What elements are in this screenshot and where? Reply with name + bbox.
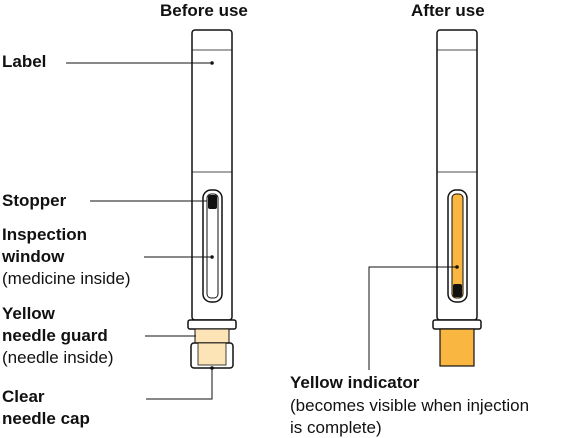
indicator-callout bbox=[368, 266, 457, 370]
yellow-needle-guard bbox=[194, 328, 230, 344]
needle-cap-title-1: Clear bbox=[2, 387, 45, 406]
cap-callout bbox=[146, 368, 213, 400]
callout-lines bbox=[66, 62, 457, 400]
needle-guard-collar-after bbox=[432, 319, 482, 330]
needle-cap-inner bbox=[197, 342, 227, 366]
stopper-text: Stopper bbox=[2, 191, 67, 210]
yellow-indicator-sub-2: is complete) bbox=[290, 418, 382, 437]
yellow-indicator-title: Yellow indicator bbox=[290, 373, 420, 392]
yellow-indicator-sub-1: (becomes visible when injection bbox=[290, 396, 530, 415]
before-use-title: Before use bbox=[160, 1, 248, 20]
stopper-after bbox=[453, 284, 462, 297]
needle-cap-title-2: needle cap bbox=[2, 409, 90, 428]
needle-guard-title-2: needle guard bbox=[2, 326, 108, 345]
needle-guard-sub: (needle inside) bbox=[2, 348, 114, 367]
after-use-title: After use bbox=[411, 1, 485, 20]
label-dot bbox=[210, 61, 214, 65]
label-text: Label bbox=[2, 52, 47, 71]
pen-before-use bbox=[187, 29, 237, 370]
stopper bbox=[208, 195, 217, 209]
inspection-window-sub: (medicine inside) bbox=[2, 269, 131, 288]
yellow-indicator bbox=[451, 193, 464, 299]
needle-guard-title-1: Yellow bbox=[2, 304, 55, 323]
pen-after-use bbox=[432, 29, 482, 367]
inspection-window-title-1: Inspection bbox=[2, 225, 88, 244]
inspection-window-title-2: window bbox=[2, 247, 65, 266]
inspection-window-inner bbox=[206, 193, 219, 299]
needle-guard-collar bbox=[187, 319, 237, 330]
window-dot bbox=[210, 255, 214, 259]
extended-needle-guard bbox=[439, 328, 475, 367]
